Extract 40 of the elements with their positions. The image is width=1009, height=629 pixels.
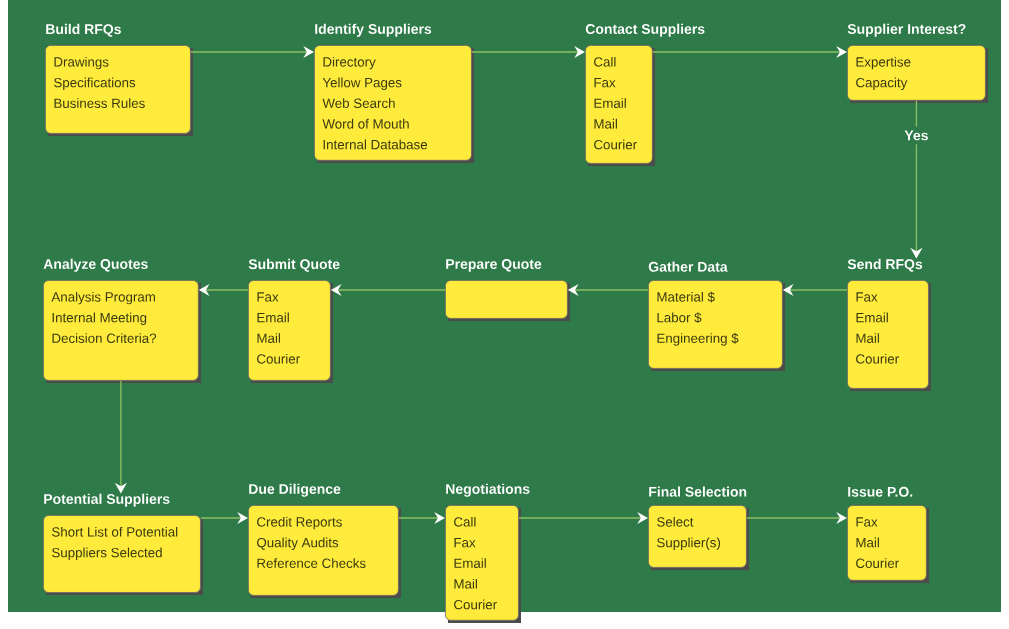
process-box: Call Fax Email Mail Courier [585, 45, 655, 166]
process-box: Material $ Labor $ Engineering $ [648, 280, 785, 371]
process-box: Call Fax Email Mail Courier [445, 505, 521, 623]
heading: Due Diligence [249, 483, 341, 497]
process-box: Short List of Potential Suppliers Selected [43, 515, 203, 595]
heading: Potential Suppliers [44, 493, 170, 507]
heading: Analyze Quotes [43, 258, 148, 272]
heading: Gather Data [648, 261, 728, 272]
node-label: Fax [257, 292, 279, 302]
node-label: Mail [257, 333, 280, 343]
heading: Send RFQs [847, 258, 923, 272]
process-box: Credit Reports Quality Audits Reference Checks [248, 505, 401, 598]
heading: Build RFQs [46, 23, 121, 37]
process-box: Fax Email Mail Courier [847, 280, 931, 391]
node-label: Courier [856, 353, 899, 364]
process-box: Fax Email Mail Courier [248, 280, 333, 383]
process-box: Drawings Specifications Business Rules [45, 45, 193, 136]
node-label: Yellow Pages [322, 77, 402, 90]
heading: Supplier Interest? [847, 23, 966, 37]
heading: Negotiations [446, 483, 530, 497]
node-label: Courier [257, 353, 300, 364]
process-box: Fax Mail Courier [847, 505, 929, 583]
node-label: Directory [323, 56, 376, 70]
node-label: Fax [856, 292, 878, 302]
node-label: Email [257, 312, 289, 323]
node-label: Internal Database [323, 139, 428, 150]
node-label: Email [856, 312, 888, 323]
process-box: Select Supplier(s) [648, 505, 749, 570]
process-box: Analysis Program Internal Meeting Decision Criteria? [43, 280, 201, 383]
heading: Issue P.O. [848, 486, 913, 497]
node-label: Web Search [322, 98, 395, 108]
node-label: Word of Mouth [322, 118, 409, 129]
heading: Identify Suppliers [315, 23, 432, 37]
heading: Submit Quote [248, 258, 340, 272]
heading: Final Selection [649, 486, 747, 497]
process-box: Directory Yellow Pages Web Search Word of Mouth Internal Database [314, 45, 474, 163]
heading: Prepare Quote [446, 259, 542, 272]
heading: Contact Suppliers [585, 23, 705, 37]
process-box: Expertise Capacity [847, 45, 988, 103]
node-label: Mail [856, 333, 879, 343]
